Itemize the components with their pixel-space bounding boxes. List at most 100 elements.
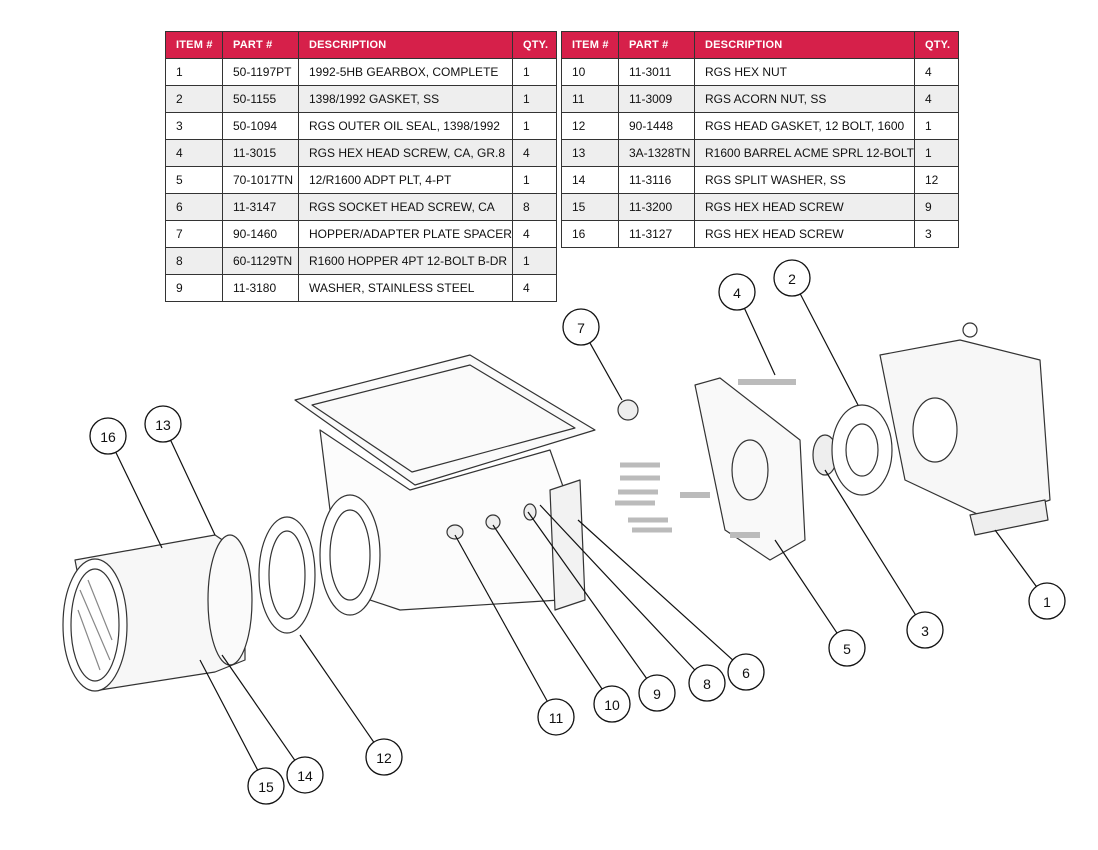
callout-number: 3 (921, 623, 929, 639)
cell-part-number: 11-3200 (618, 193, 695, 221)
cell-item: 11 (561, 85, 619, 113)
cell-description: RGS SOCKET HEAD SCREW, CA (298, 193, 513, 221)
callout-15: 15 (199, 659, 285, 805)
leader-line (170, 440, 216, 536)
callout-2: 2 (773, 259, 859, 406)
cell-qty: 1 (913, 112, 959, 140)
cell-item: 13 (561, 139, 619, 167)
callout-circle (727, 653, 765, 691)
callout-13: 13 (144, 405, 216, 536)
callout-number: 6 (742, 665, 750, 681)
callout-circle (537, 698, 575, 736)
leader-line (115, 451, 163, 549)
cell-item: 1 (165, 58, 223, 86)
cell-item: 2 (165, 85, 223, 113)
callout-6: 6 (577, 519, 765, 691)
leader-line (994, 529, 1037, 587)
cell-part-number: 11-3147 (222, 193, 299, 221)
leader-line (221, 654, 296, 761)
leader-line (577, 519, 734, 661)
cell-description: RGS HEX HEAD SCREW (694, 193, 915, 221)
cell-item: 4 (165, 139, 223, 167)
cell-description: RGS HEX NUT (694, 58, 915, 86)
callout-circle (828, 629, 866, 667)
callout-number: 12 (376, 750, 392, 766)
header-qty: QTY. (511, 31, 557, 59)
callout-number: 7 (577, 320, 585, 336)
callout-number: 5 (843, 641, 851, 657)
cell-qty: 8 (511, 193, 557, 221)
callout-8: 8 (539, 504, 726, 702)
callout-number: 1 (1043, 594, 1051, 610)
callout-circle (906, 611, 944, 649)
cell-part-number: 60-1129TN (222, 247, 299, 275)
callout-circle (593, 685, 631, 723)
cell-description: HOPPER/ADAPTER PLATE SPACER (298, 220, 513, 248)
callout-number: 11 (549, 710, 564, 726)
cell-qty: 3 (913, 220, 959, 248)
callout-9: 9 (527, 511, 676, 712)
gearbox-gasket-drawing (831, 404, 893, 496)
cell-part-number: 90-1448 (618, 112, 695, 140)
leader-line (454, 534, 548, 702)
leader-line (824, 469, 916, 616)
cell-part-number: 11-3009 (618, 85, 695, 113)
cell-qty: 1 (511, 85, 557, 113)
cell-item: 14 (561, 166, 619, 194)
cell-description: RGS ACORN NUT, SS (694, 85, 915, 113)
callout-circle (718, 273, 756, 311)
leader-line (799, 293, 859, 406)
cell-part-number: 70-1017TN (222, 166, 299, 194)
callout-number: 2 (788, 271, 796, 287)
cell-qty: 4 (913, 58, 959, 86)
callout-number: 13 (155, 417, 171, 433)
cell-item: 8 (165, 247, 223, 275)
cell-part-number: 50-1155 (222, 85, 299, 113)
head-gasket-drawing (258, 516, 316, 634)
callout-1: 1 (994, 529, 1066, 620)
callout-number: 8 (703, 676, 711, 692)
cell-qty: 9 (913, 193, 959, 221)
cell-description: R1600 HOPPER 4PT 12-BOLT B-DR (298, 247, 513, 275)
callout-14: 14 (221, 654, 324, 794)
cell-qty: 12 (913, 166, 959, 194)
cell-item: 3 (165, 112, 223, 140)
cell-item: 12 (561, 112, 619, 140)
callout-number: 16 (100, 429, 116, 445)
callout-circle (1028, 582, 1066, 620)
callout-3: 3 (824, 469, 944, 649)
leader-line (527, 511, 648, 679)
cell-qty: 4 (511, 139, 557, 167)
callout-10: 10 (492, 524, 631, 723)
cell-part-number: 11-3127 (618, 220, 695, 248)
leader-line (539, 504, 696, 671)
callout-circle (247, 767, 285, 805)
barrel-drawing (62, 534, 253, 692)
leader-line (492, 524, 603, 690)
callout-circle (773, 259, 811, 297)
header-qty: QTY. (913, 31, 959, 59)
cell-qty: 1 (913, 139, 959, 167)
callout-circle (144, 405, 182, 443)
callout-circle (286, 756, 324, 794)
leader-line (743, 308, 776, 376)
callout-16: 16 (89, 417, 163, 549)
header-part: PART # (222, 31, 299, 59)
leader-line (774, 539, 838, 634)
cell-part-number: 11-3116 (618, 166, 695, 194)
cell-qty: 4 (511, 274, 557, 302)
cell-item: 9 (165, 274, 223, 302)
